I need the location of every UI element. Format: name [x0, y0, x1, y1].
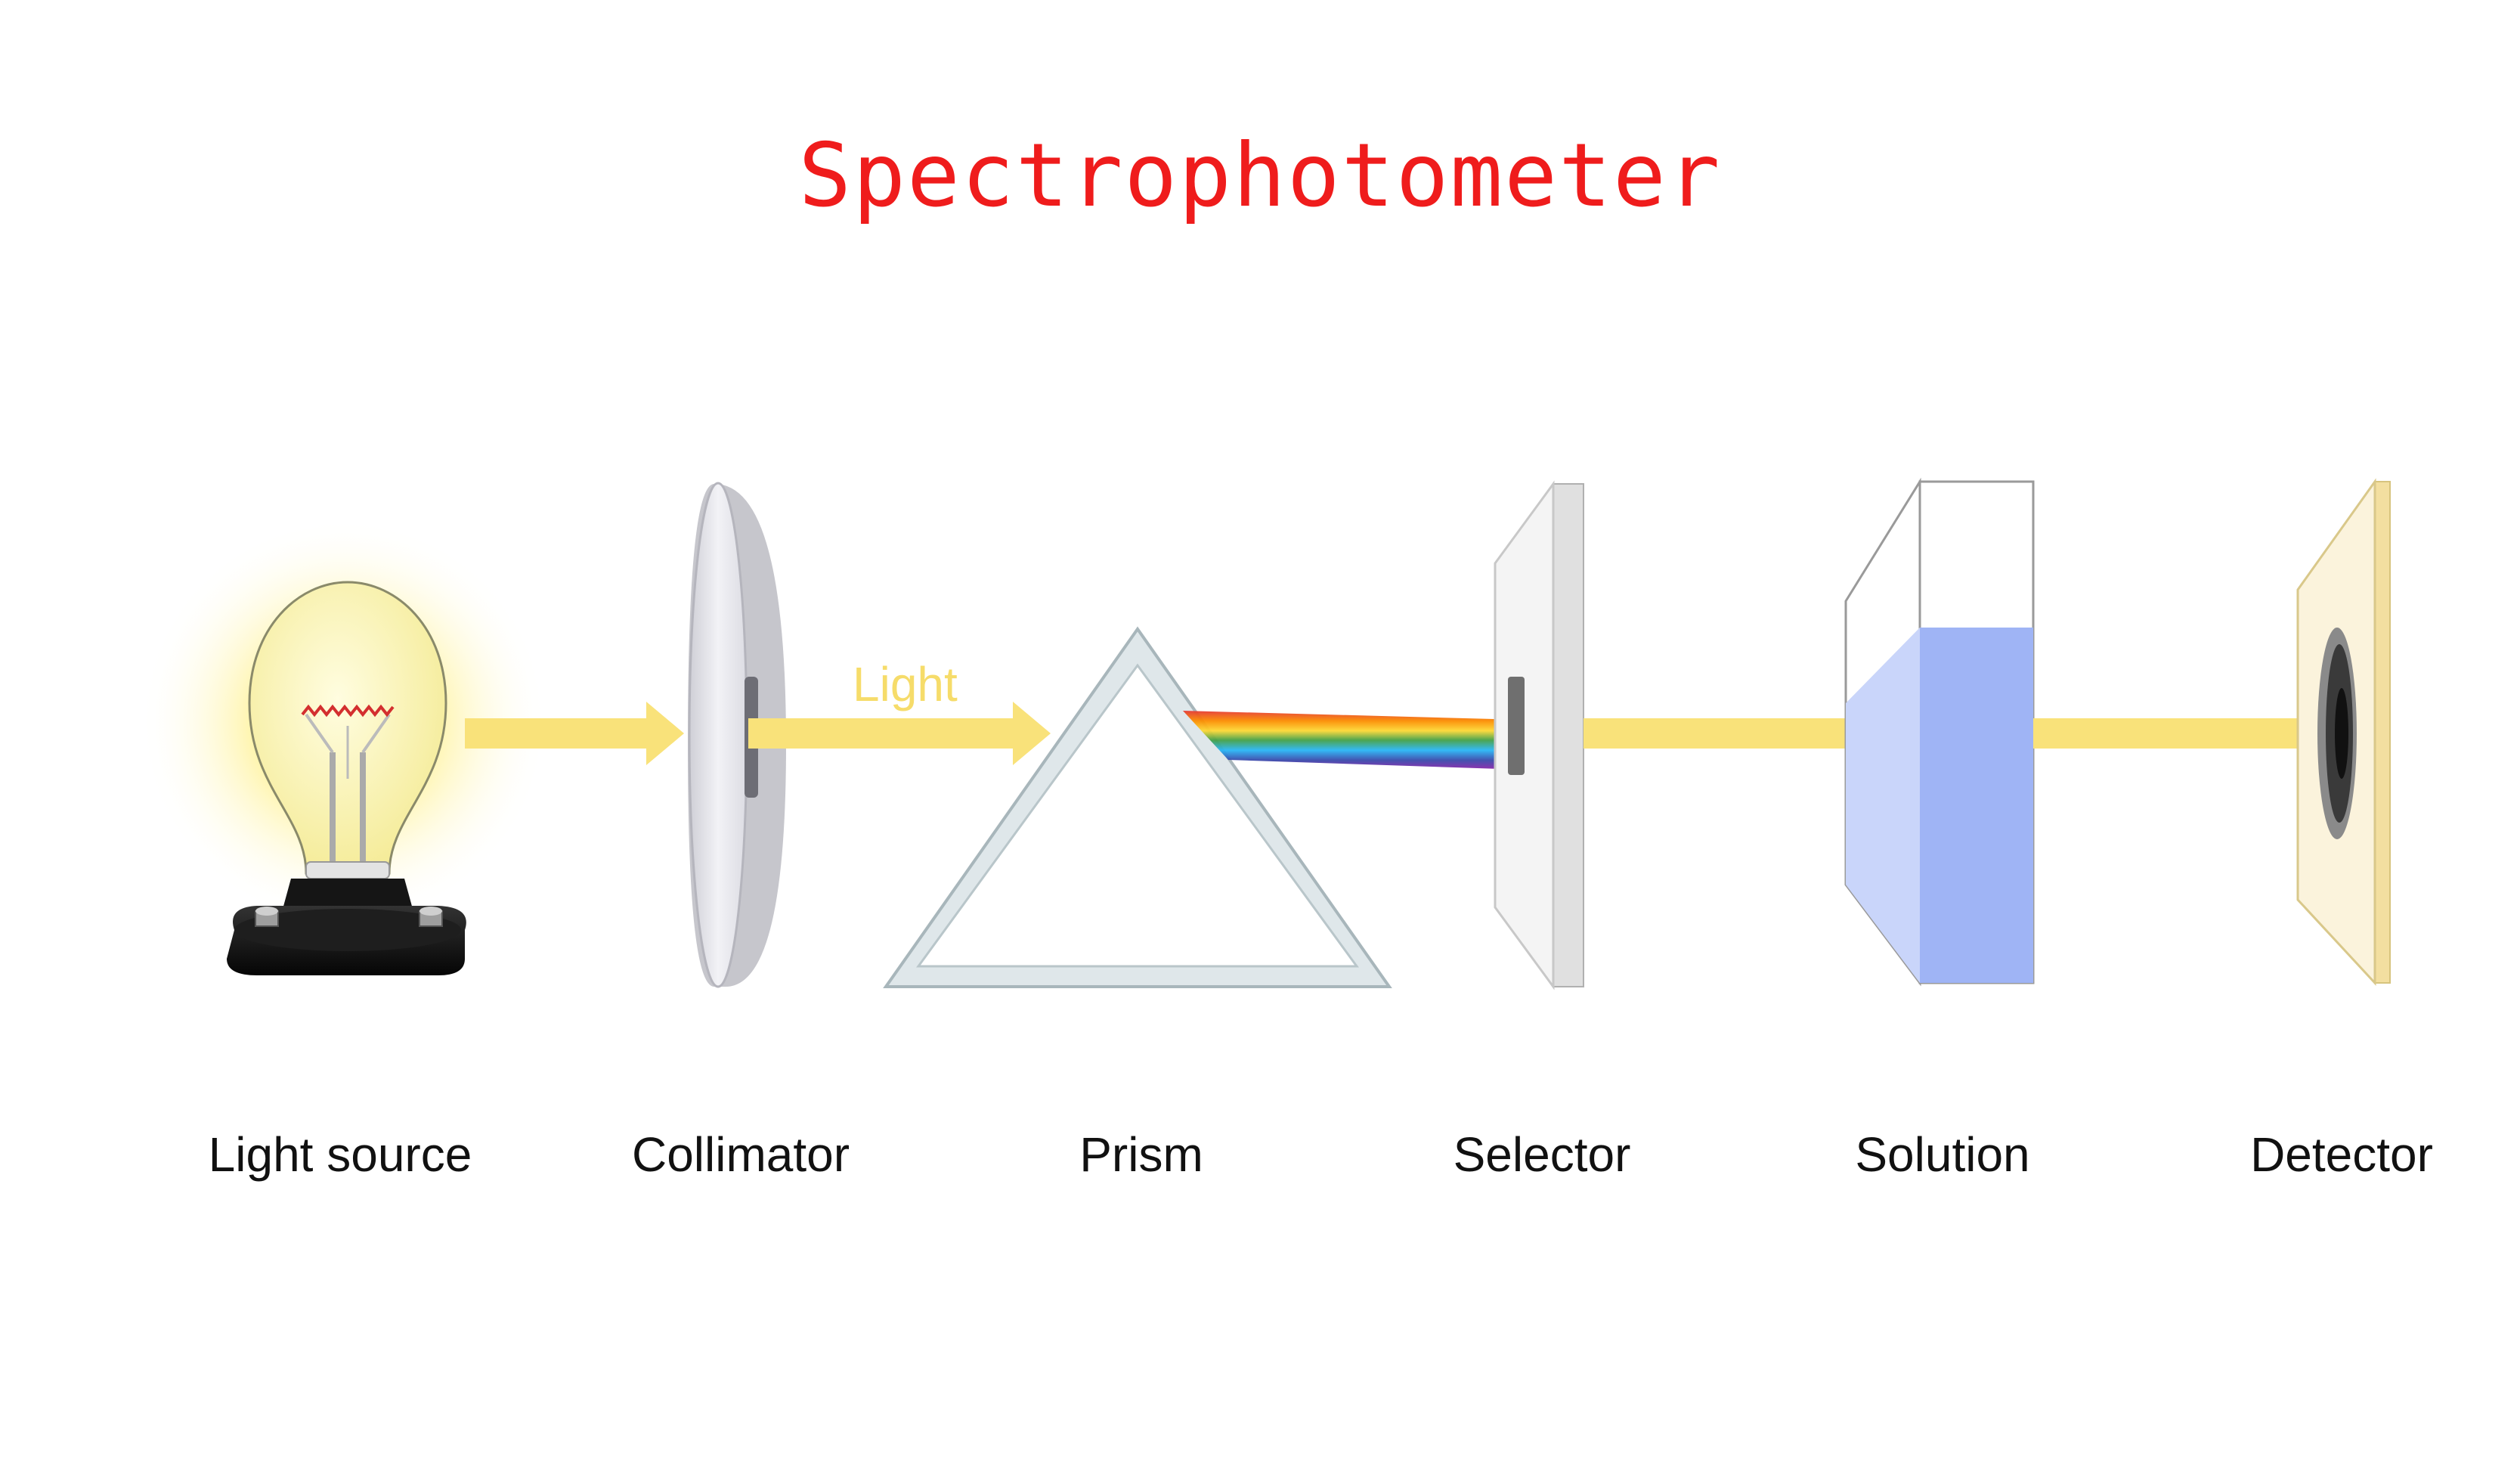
- label-light-source: Light source: [208, 1127, 472, 1182]
- label-detector: Detector: [2250, 1127, 2433, 1182]
- label-prism: Prism: [1079, 1127, 1203, 1182]
- light-beam-arrow-1: [465, 702, 684, 765]
- diagram-title: Spectrophotometer: [798, 125, 1722, 227]
- label-selector: Selector: [1453, 1127, 1631, 1182]
- light-beam-arrow-2: [748, 702, 1051, 765]
- collimator-lens-icon: [688, 482, 786, 988]
- beam-label: Light: [853, 657, 958, 711]
- prism-icon: [883, 626, 1392, 988]
- solution-cuvette-icon: [1844, 477, 2035, 987]
- detector-icon: [2296, 478, 2391, 986]
- spectrum-beam: [1183, 711, 1523, 770]
- label-collimator: Collimator: [631, 1127, 850, 1182]
- light-bulb-icon: [140, 518, 548, 975]
- label-solution: Solution: [1855, 1127, 2030, 1182]
- selector-slit-icon: [1494, 480, 1584, 990]
